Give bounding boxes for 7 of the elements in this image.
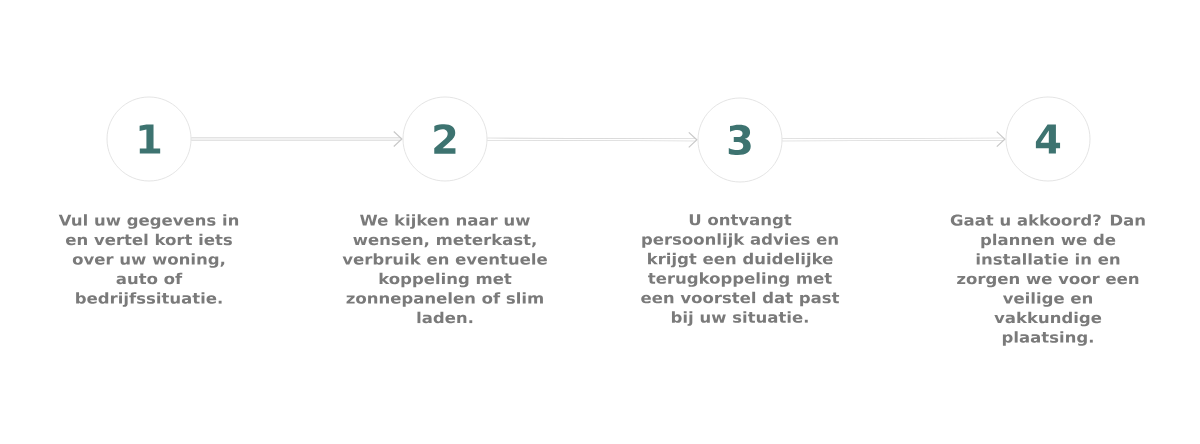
step-description: Vul uw gegevens in en vertel kort iets over uw woning, auto of bedrijfssituatie.	[58, 214, 239, 307]
arrow	[486, 131, 698, 148]
step-description: Gaat u akkoord? Dan plannen we de installatie in en zorgen we voor een veilige en vakkundige plaatsing.	[950, 214, 1145, 346]
arrow	[781, 131, 1006, 148]
step-description: We kijken naar uw wensen, meterkast, verbruik en eventuele koppeling met zonnepanelen of slim laden.	[342, 214, 547, 324]
arrow	[190, 130, 403, 148]
step-description: U ontvangt persoonlijk advies en krijgt een duidelijke terugkoppeling met een voorstel dat past bij uw situatie.	[641, 214, 840, 326]
